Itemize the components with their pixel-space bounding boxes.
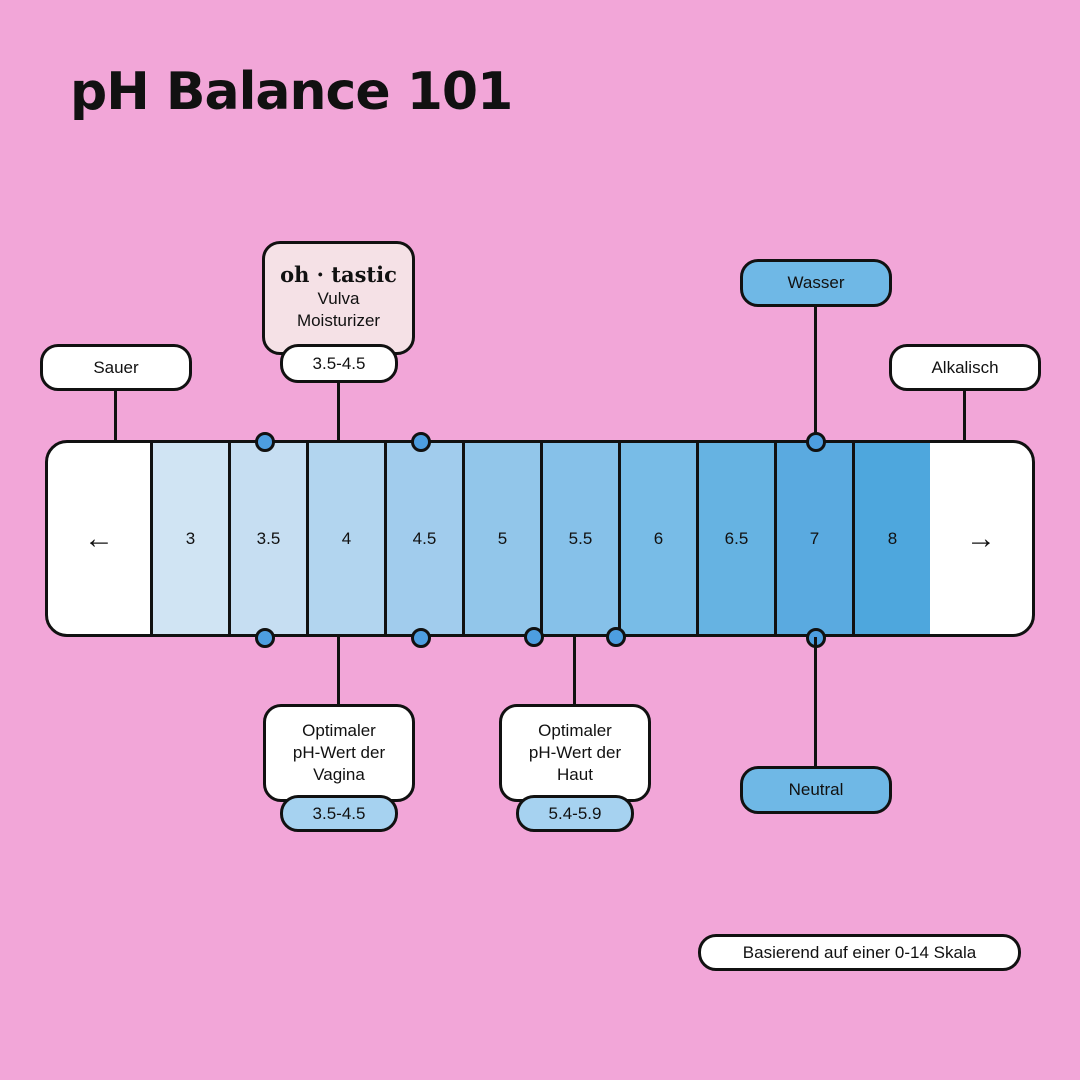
page-title: pH Balance 101 bbox=[70, 62, 513, 122]
scale-cell: 5 bbox=[462, 443, 540, 634]
product-name-line2: Moisturizer bbox=[296, 311, 381, 330]
skin-line3: Haut bbox=[557, 765, 593, 784]
scale-value: 8 bbox=[887, 528, 898, 548]
scale-cell: 4.5 bbox=[384, 443, 462, 634]
scale-cell: 8 bbox=[852, 443, 930, 634]
scale-cell: 3.5 bbox=[228, 443, 306, 634]
vagina-line2: pH-Wert der bbox=[292, 743, 386, 762]
vagina-connector bbox=[337, 637, 340, 705]
product-box: oh · tastic Vulva Moisturizer bbox=[262, 241, 415, 355]
scale-value: 7 bbox=[809, 528, 820, 548]
scale-value: 5.5 bbox=[568, 528, 593, 548]
water-connector bbox=[814, 306, 817, 440]
scale-cell: 4 bbox=[306, 443, 384, 634]
scale-cell: 6 bbox=[618, 443, 696, 634]
water-label: Wasser bbox=[740, 259, 892, 307]
ph-scale: ← 3 3.5 4 4.5 5 5.5 6 6.5 7 8 → bbox=[45, 440, 1035, 637]
skin-range-badge: 5.4-5.9 bbox=[516, 795, 634, 832]
scale-value: 3.5 bbox=[256, 528, 281, 548]
marker-dot bbox=[411, 628, 431, 648]
scale-value: 5 bbox=[497, 528, 508, 548]
alkaline-connector bbox=[963, 390, 966, 442]
scale-value: 3 bbox=[185, 528, 196, 548]
neutral-label: Neutral bbox=[740, 766, 892, 814]
skin-connector bbox=[573, 637, 576, 705]
scale-cell: 6.5 bbox=[696, 443, 774, 634]
vagina-line1: Optimaler bbox=[302, 721, 376, 740]
arrow-left-icon: ← bbox=[84, 521, 114, 555]
alkaline-label: Alkalisch bbox=[889, 344, 1041, 391]
scale-cell: 5.5 bbox=[540, 443, 618, 634]
vagina-range-badge: 3.5-4.5 bbox=[280, 795, 398, 832]
scale-cell: 7 bbox=[774, 443, 852, 634]
vagina-line3: Vagina bbox=[313, 765, 365, 784]
scale-value: 6.5 bbox=[724, 528, 749, 548]
skin-line1: Optimaler bbox=[538, 721, 612, 740]
product-name-line1: Vulva bbox=[317, 289, 360, 308]
marker-dot bbox=[411, 432, 431, 452]
footnote: Basierend auf einer 0-14 Skala bbox=[698, 934, 1021, 971]
vagina-box: Optimaler pH-Wert der Vagina bbox=[263, 704, 415, 802]
acid-connector bbox=[114, 390, 117, 442]
marker-dot bbox=[524, 627, 544, 647]
marker-dot bbox=[255, 432, 275, 452]
scale-cell: 3 bbox=[150, 443, 228, 634]
marker-dot bbox=[806, 432, 826, 452]
product-range-badge: 3.5-4.5 bbox=[280, 344, 398, 383]
marker-dot bbox=[606, 627, 626, 647]
neutral-connector bbox=[814, 637, 817, 767]
scale-value: 6 bbox=[653, 528, 664, 548]
product-connector bbox=[337, 382, 340, 442]
arrow-right-icon: → bbox=[966, 521, 996, 555]
scale-value: 4.5 bbox=[412, 528, 437, 548]
marker-dot bbox=[255, 628, 275, 648]
product-brand-logo: oh · tastic bbox=[280, 262, 397, 287]
acid-label: Sauer bbox=[40, 344, 192, 391]
skin-line2: pH-Wert der bbox=[528, 743, 622, 762]
skin-box: Optimaler pH-Wert der Haut bbox=[499, 704, 651, 802]
scale-value: 4 bbox=[341, 528, 352, 548]
